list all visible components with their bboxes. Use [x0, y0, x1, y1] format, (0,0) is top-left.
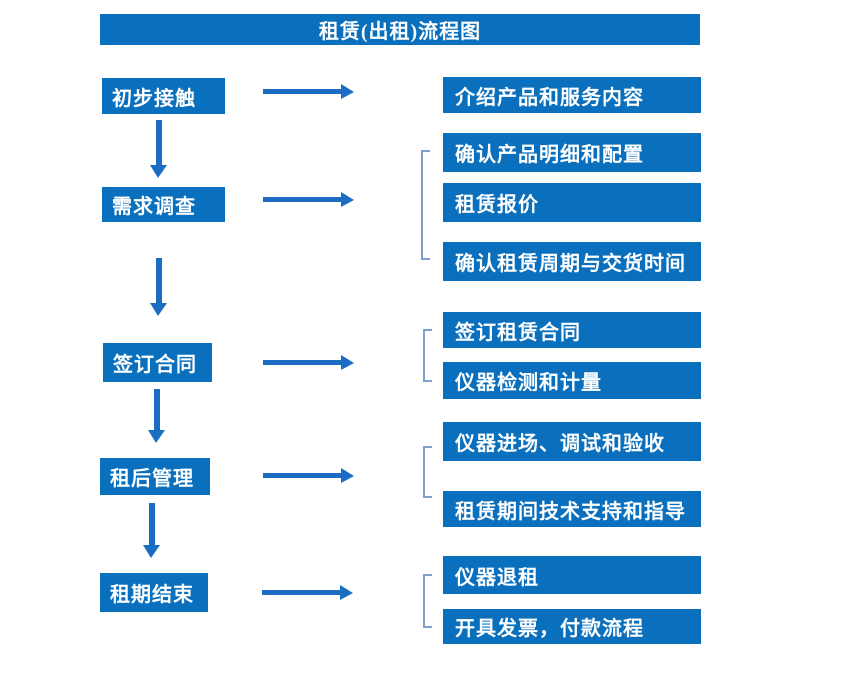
- arrow-right-icon-5: [262, 585, 353, 600]
- detail-box-instrument-testing: 仪器检测和计量: [443, 362, 701, 399]
- arrow-right-icon-1: [263, 84, 354, 99]
- detail-label: 租赁报价: [455, 194, 539, 216]
- detail-label: 确认产品明细和配置: [455, 144, 644, 166]
- detail-label: 开具发票，付款流程: [455, 618, 644, 640]
- arrow-shaft: [263, 197, 341, 202]
- detail-label: 确认租赁周期与交货时间: [455, 253, 686, 275]
- detail-box-instrument-return: 仪器退租: [443, 556, 701, 594]
- bracket-group-post-rental: [423, 446, 432, 498]
- detail-box-confirm-period-delivery: 确认租赁周期与交货时间: [443, 242, 701, 281]
- arrow-head: [150, 303, 167, 316]
- arrow-down-icon-1: [150, 120, 167, 178]
- arrow-down-icon-2: [150, 258, 167, 316]
- step-box-initial-contact: 初步接触: [102, 78, 225, 114]
- detail-label: 签订租赁合同: [455, 321, 581, 344]
- arrow-head: [143, 545, 160, 558]
- arrow-shaft: [156, 120, 162, 165]
- detail-label: 仪器检测和计量: [455, 372, 602, 394]
- step-label: 租期结束: [110, 584, 194, 606]
- arrow-head: [341, 192, 354, 207]
- arrow-head: [341, 355, 354, 370]
- arrow-right-icon-4: [263, 468, 354, 483]
- step-label: 签订合同: [113, 354, 197, 376]
- arrow-head: [340, 585, 353, 600]
- arrow-head: [150, 165, 167, 178]
- arrow-right-icon-3: [263, 355, 354, 370]
- detail-label: 仪器退租: [455, 566, 539, 589]
- arrow-head: [341, 84, 354, 99]
- arrow-shaft: [263, 473, 341, 478]
- detail-box-confirm-product-config: 确认产品明细和配置: [443, 133, 701, 172]
- detail-label: 租赁期间技术支持和指导: [455, 500, 686, 523]
- bracket-group-sign-contract: [423, 329, 432, 382]
- step-box-rental-end: 租期结束: [100, 573, 208, 612]
- step-box-sign-contract: 签订合同: [103, 343, 212, 382]
- step-label: 租后管理: [110, 468, 194, 490]
- detail-box-rental-quote: 租赁报价: [443, 183, 701, 222]
- detail-box-instrument-setup-acceptance: 仪器进场、调试和验收: [443, 422, 701, 461]
- step-label: 需求调查: [112, 196, 196, 218]
- arrow-shaft: [263, 89, 341, 94]
- bracket-group-demand-survey: [421, 150, 430, 260]
- arrow-shaft: [156, 258, 162, 303]
- arrow-shaft: [154, 389, 160, 430]
- arrow-down-icon-4: [143, 503, 160, 558]
- detail-box-invoice-payment: 开具发票，付款流程: [443, 609, 701, 644]
- arrow-shaft: [262, 590, 340, 595]
- arrow-down-icon-3: [148, 389, 165, 443]
- step-label: 初步接触: [112, 87, 196, 110]
- detail-label: 仪器进场、调试和验收: [455, 433, 665, 455]
- arrow-right-icon-2: [263, 192, 354, 207]
- arrow-shaft: [149, 503, 155, 545]
- arrow-shaft: [263, 360, 341, 365]
- arrow-head: [148, 430, 165, 443]
- bracket-group-rental-end: [423, 574, 432, 628]
- arrow-head: [341, 468, 354, 483]
- detail-label: 介绍产品和服务内容: [455, 86, 644, 109]
- detail-box-sign-rental-contract: 签订租赁合同: [443, 312, 701, 348]
- flowchart-title: 租赁(出租)流程图: [318, 21, 482, 43]
- step-box-demand-survey: 需求调查: [102, 187, 225, 222]
- flowchart-title-bar: 租赁(出租)流程图: [100, 14, 700, 45]
- detail-box-tech-support: 租赁期间技术支持和指导: [443, 491, 701, 527]
- detail-box-introduce-products: 介绍产品和服务内容: [443, 77, 701, 113]
- step-box-post-rental-management: 租后管理: [100, 458, 210, 495]
